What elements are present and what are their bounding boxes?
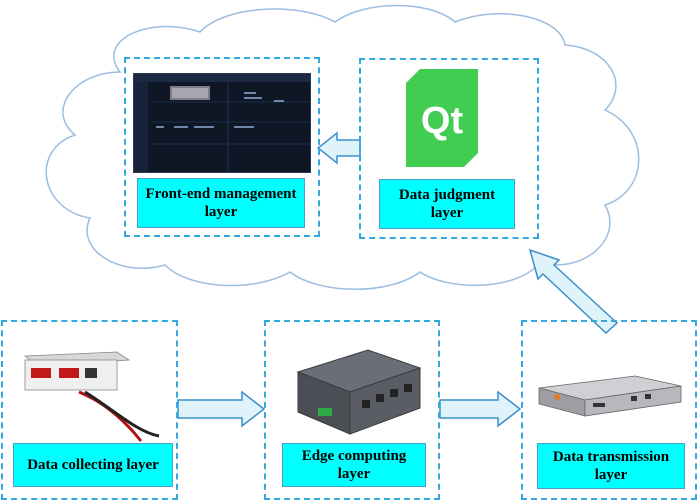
management-screenshot — [133, 73, 311, 173]
data-collecting-layer-box: Data collecting layer — [1, 320, 178, 500]
arrow-judgment-to-frontend — [316, 131, 361, 165]
arrow-edge-to-transmission — [439, 390, 522, 428]
data-judgment-layer-box: Qt Data judgment layer — [359, 58, 539, 239]
data-transmission-label: Data transmission layer — [537, 443, 685, 489]
front-end-label: Front-end management layer — [137, 178, 305, 228]
data-judgment-label: Data judgment layer — [379, 179, 515, 229]
front-end-layer-box: Front-end management layer — [124, 57, 320, 237]
data-transmission-layer-box: Data transmission layer — [521, 320, 697, 500]
edge-computing-label: Edge computing layer — [282, 443, 426, 487]
svg-text:Qt: Qt — [421, 100, 464, 142]
edge-computer-device-image — [288, 342, 424, 442]
arrow-collecting-to-edge — [177, 390, 266, 428]
edge-computing-layer-box: Edge computing layer — [264, 320, 440, 500]
data-collector-device-image — [19, 346, 169, 446]
qt-logo: Qt — [406, 69, 478, 167]
data-transmission-device-image — [535, 370, 685, 430]
data-collecting-label: Data collecting layer — [13, 443, 173, 487]
arrow-transmission-to-judgment — [528, 248, 619, 335]
